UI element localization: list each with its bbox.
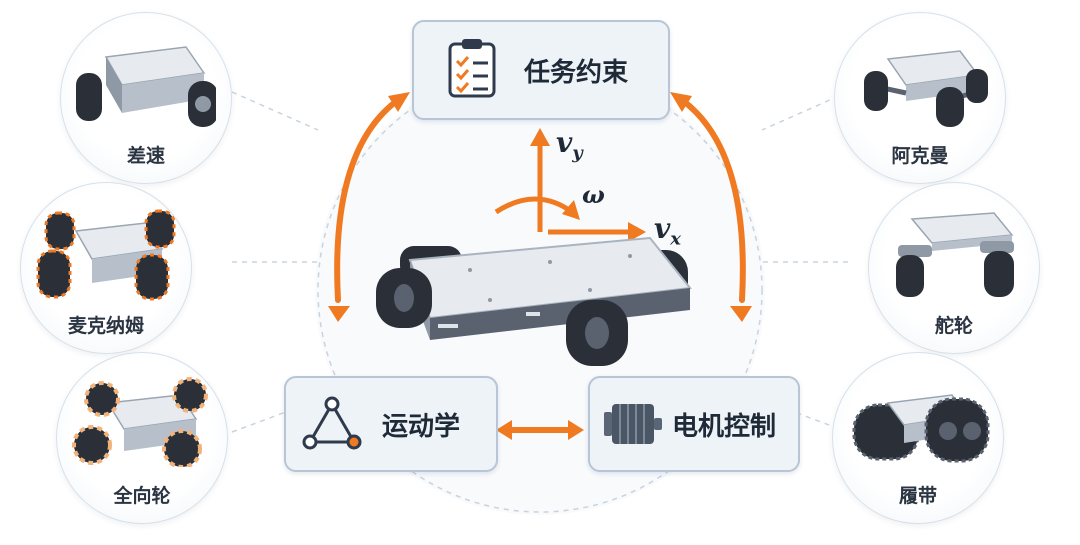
omega-label: ω — [582, 180, 605, 209]
steering-wheel-robot-icon — [896, 212, 1014, 297]
mecanum-robot-icon — [36, 209, 176, 301]
chassis-tracked: 履带 — [832, 352, 1004, 524]
central-robot-icon — [376, 236, 692, 366]
checklist-icon — [448, 39, 496, 98]
chassis-label: 麦克纳姆 — [67, 315, 144, 337]
chassis-label: 履带 — [898, 485, 937, 507]
kinematics-label: 运动学 — [382, 412, 461, 442]
chassis-label: 阿克曼 — [891, 145, 949, 167]
chassis-mecanum: 麦克纳姆 — [20, 182, 192, 354]
vy-label: vy — [556, 126, 583, 164]
tracked-robot-icon — [852, 394, 990, 463]
motor-control-box: 电机控制 — [588, 376, 800, 472]
chassis-steering: 舵轮 — [868, 182, 1040, 354]
kinematics-box: 运动学 — [284, 376, 498, 472]
chassis-label: 差速 — [126, 145, 165, 167]
chassis-differential: 差速 — [60, 12, 232, 184]
chassis-label: 舵轮 — [934, 315, 973, 337]
differential-robot-icon — [76, 46, 216, 127]
triangle-nodes-icon — [302, 396, 362, 450]
task-constraint-box: 任务约束 — [412, 20, 670, 120]
chassis-label: 全向轮 — [113, 485, 171, 507]
ackermann-robot-icon — [864, 50, 988, 127]
chassis-ackermann: 阿克曼 — [834, 12, 1006, 184]
omni-wheel-robot-icon — [72, 377, 208, 467]
motor-control-label: 电机控制 — [672, 412, 777, 442]
motor-icon — [604, 404, 662, 444]
chassis-omni: 全向轮 — [56, 352, 228, 524]
vx-label: vx — [654, 212, 682, 250]
task-constraint-label: 任务约束 — [524, 58, 629, 88]
